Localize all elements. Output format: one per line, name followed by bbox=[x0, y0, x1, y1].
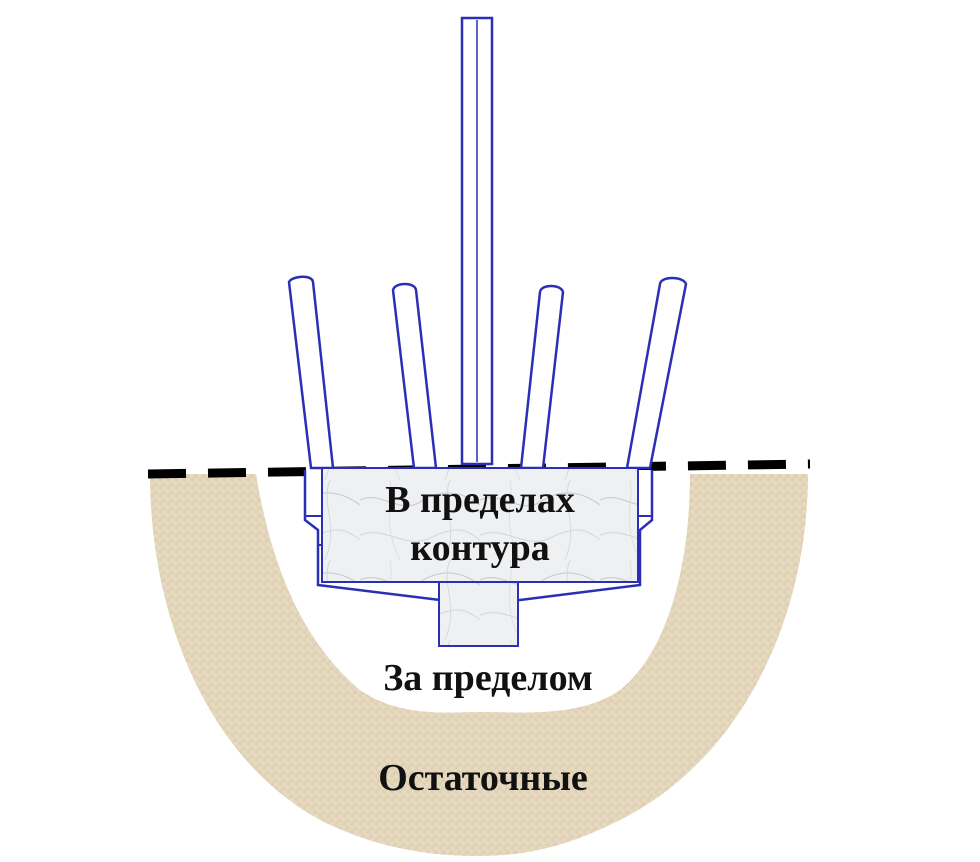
residual-soil-zone bbox=[150, 474, 808, 856]
beyond-contour-label: За пределом bbox=[383, 657, 593, 699]
central-tube bbox=[460, 16, 494, 466]
anchor-tendon-1 bbox=[287, 275, 335, 470]
anchor-tendon-2 bbox=[391, 282, 438, 470]
anchor-tendon-4 bbox=[625, 276, 688, 470]
within-contour-label-line1: В пределах bbox=[385, 479, 575, 521]
stem-block bbox=[438, 581, 519, 647]
within-contour-label-line2: контура bbox=[410, 527, 550, 569]
anchor-tendon-3 bbox=[519, 284, 565, 470]
within-contour-block bbox=[321, 467, 639, 583]
residual-label: Остаточные bbox=[378, 757, 588, 799]
